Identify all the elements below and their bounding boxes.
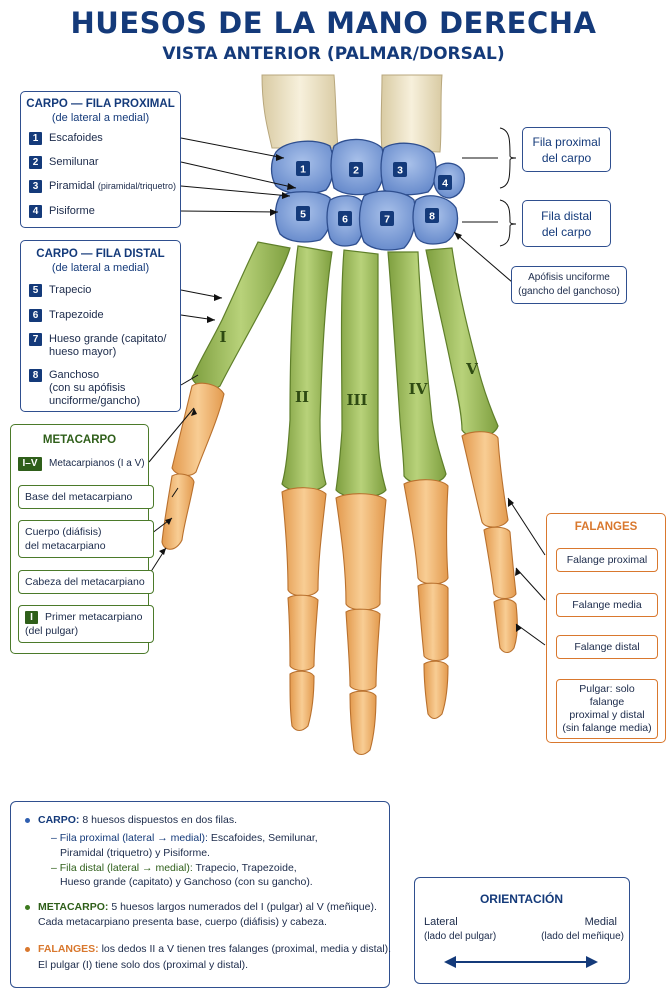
carpo-distal-box: CARPO — FILA DISTAL (de lateral a medial… <box>20 240 181 412</box>
phalanges <box>161 382 518 756</box>
falanges-heading: FALANGES <box>574 521 638 533</box>
falange-media-label: Falange media <box>556 593 658 617</box>
orientation-lateral: Lateral <box>424 916 458 928</box>
metacarpo-heading: METACARPO <box>42 434 117 446</box>
carpal-label-2: 2 <box>353 165 359 177</box>
orientation-arrow <box>444 956 598 968</box>
orientation-lateral-sub: (lado del pulgar) <box>424 931 497 942</box>
summary-fila-proximal-cont: Piramidal (triquetro) y Pisiforme. <box>60 847 210 859</box>
summary-metacarpo-cont: Cada metacarpiano presenta base, cuerpo … <box>38 916 327 928</box>
falange-distal-label: Falange distal <box>556 635 658 659</box>
forearm-bones <box>261 74 443 153</box>
orientation-heading: ORIENTACIÓN <box>479 892 564 906</box>
metacarpals <box>191 241 499 499</box>
metacarpal-numeral-iv: IV <box>409 380 428 398</box>
summary-fila-proximal: – Fila proximal (lateral → medial): Esca… <box>51 832 318 844</box>
page-title: HUESOS DE LA MANO DERECHA <box>70 6 597 40</box>
carpal-label-6: 6 <box>342 214 348 226</box>
carpo-proximal-box: CARPO — FILA PROXIMAL (de lateral a medi… <box>20 91 181 228</box>
carpal-label-3: 3 <box>397 165 403 177</box>
carpal-label-8: 8 <box>429 211 435 223</box>
orientation-box: ORIENTACIÓN Lateral (lado del pulgar) Me… <box>414 877 630 984</box>
metacarpal-numeral-v: V <box>465 360 478 378</box>
carpals <box>270 138 466 251</box>
carpo-distal-heading: CARPO — FILA DISTAL <box>36 248 165 260</box>
metacarpal-numeral-ii: II <box>295 388 309 406</box>
summary-box: CARPO: 8 huesos dispuestos en dos filas.… <box>10 801 391 988</box>
leader-lines <box>142 127 546 646</box>
carpo-proximal-subheading: (de lateral a medial) <box>51 112 150 124</box>
orientation-medial-sub: (lado del meñique) <box>541 931 624 942</box>
metacarpo-cabeza-label: Cabeza del metacarpiano <box>18 570 154 594</box>
orientation-medial: Medial <box>584 916 617 928</box>
carpo-proximal-heading: CARPO — FILA PROXIMAL <box>26 98 175 110</box>
carpal-number-badges: 1 2 3 4 5 6 7 8 <box>296 161 452 226</box>
summary-fila-distal: – Fila distal (lateral → medial): Trapec… <box>51 862 297 874</box>
summary-falanges-cont: El pulgar (I) tiene solo dos (proximal y… <box>38 959 249 971</box>
summary-metacarpo: METACARPO: 5 huesos largos numerados del… <box>25 900 377 914</box>
carpal-label-7: 7 <box>384 214 390 226</box>
apofisis-label: Apófisis unciforme(gancho del ganchoso) <box>511 266 627 304</box>
summary-fila-distal-cont: Hueso grande (capitato) y Ganchoso (con … <box>60 876 313 888</box>
metacarpo-cuerpo-label: Cuerpo (diáfisis)del metacarpiano <box>18 520 154 558</box>
carpal-label-4: 4 <box>442 178 448 190</box>
metacarpo-base-label: Base del metacarpiano <box>18 485 154 509</box>
summary-carpo: CARPO: 8 huesos dispuestos en dos filas. <box>25 813 237 827</box>
falange-proximal-label: Falange proximal <box>556 548 658 572</box>
metacarpal-numeral-iii: III <box>346 391 367 409</box>
metacarpal-numeral-i: I <box>219 328 226 346</box>
carpo-distal-subheading: (de lateral a medial) <box>51 262 150 274</box>
falanges-box: FALANGES Falange proximal Falange media … <box>546 513 666 743</box>
carpal-label-5: 5 <box>300 209 306 221</box>
page-subtitle: VISTA ANTERIOR (PALMAR/DORSAL) <box>162 44 505 64</box>
carpal-label-1: 1 <box>300 164 306 176</box>
summary-falanges: FALANGES: los dedos II a V tienen tres f… <box>25 942 391 956</box>
